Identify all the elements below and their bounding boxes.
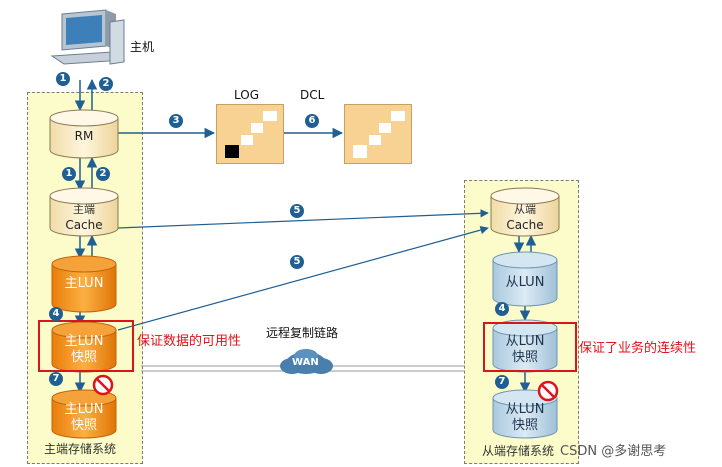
rm-label: RM (74, 129, 94, 143)
step-badge-5-snapshot: 5 (290, 255, 304, 269)
log-bitmap-panel (216, 104, 284, 164)
primary-snapshot-1-label-line2: 快照 (70, 350, 97, 365)
step-badge-5-cache: 5 (290, 204, 304, 218)
primary-cache-label-line2: Cache (65, 218, 103, 232)
step-badge-2-cache: 2 (96, 167, 110, 181)
step-badge-6: 6 (305, 114, 319, 128)
secondary-snapshot-1-label-line1: 从LUN (505, 334, 545, 349)
step-badge-4-secondary: 4 (495, 302, 509, 316)
replication-link-label: 远程复制链路 (266, 326, 339, 340)
snapshot-replication-arrow (117, 225, 489, 331)
wan-label: WAN (292, 357, 319, 368)
secondary-snapshot-2-label-line2: 快照 (511, 418, 538, 433)
primary-snapshot-highlight (38, 320, 134, 372)
step-badge-7-primary: 7 (49, 372, 63, 386)
cache-replication-arrow (117, 209, 489, 229)
host-computer-icon (50, 9, 126, 65)
secondary-snapshot-1-label-line2: 快照 (511, 350, 538, 365)
step-badge-3: 3 (169, 114, 183, 128)
secondary-site-label: 从端存储系统 (482, 444, 555, 458)
watermark: CSDN @多谢思考 (560, 444, 667, 459)
secondary-snapshot-1-cylinder (492, 319, 558, 373)
primary-snapshot-2-label-line1: 主LUN (64, 402, 104, 417)
step-badge-1-cache: 1 (62, 167, 76, 181)
primary-lun-label: 主LUN (64, 276, 104, 291)
step-badge-4-primary: 4 (49, 307, 63, 321)
secondary-cache-cylinder (490, 187, 560, 237)
primary-snapshot-2-label-line2: 快照 (70, 418, 97, 433)
host-label: 主机 (130, 40, 155, 54)
secondary-snapshot-highlight (483, 322, 577, 372)
prohibited-icon-primary (92, 374, 114, 396)
dcl-bitmap-panel (344, 104, 412, 164)
primary-site-label: 主端存储系统 (44, 442, 117, 456)
log-label: LOG (234, 88, 260, 102)
primary-snapshot-1-label-line1: 主LUN (64, 334, 104, 349)
dcl-label: DCL (300, 88, 325, 102)
prohibited-icon-secondary (537, 380, 559, 402)
wan-cloud-icon (280, 349, 333, 374)
step-badge-1-host: 1 (56, 72, 70, 86)
secondary-lun-cylinder (492, 251, 558, 307)
secondary-snapshot-2-label-line1: 从LUN (505, 402, 545, 417)
secondary-cache-label-line2: Cache (506, 218, 544, 232)
primary-lun-cylinder (51, 255, 117, 313)
step-badge-2-host: 2 (99, 77, 113, 91)
primary-cache-cylinder (49, 187, 119, 237)
primary-snapshot-1-cylinder (51, 321, 117, 373)
step-badge-7-secondary: 7 (495, 375, 509, 389)
rm-cylinder (49, 109, 119, 159)
secondary-callout: 保证了业务的连续性 (579, 341, 697, 356)
primary-cache-label-line1: 主端 (73, 203, 95, 216)
secondary-cache-label-line1: 从端 (514, 203, 536, 216)
log-dirty-block (225, 145, 239, 158)
secondary-lun-label: 从LUN (505, 275, 545, 290)
primary-callout: 保证数据的可用性 (137, 334, 242, 349)
